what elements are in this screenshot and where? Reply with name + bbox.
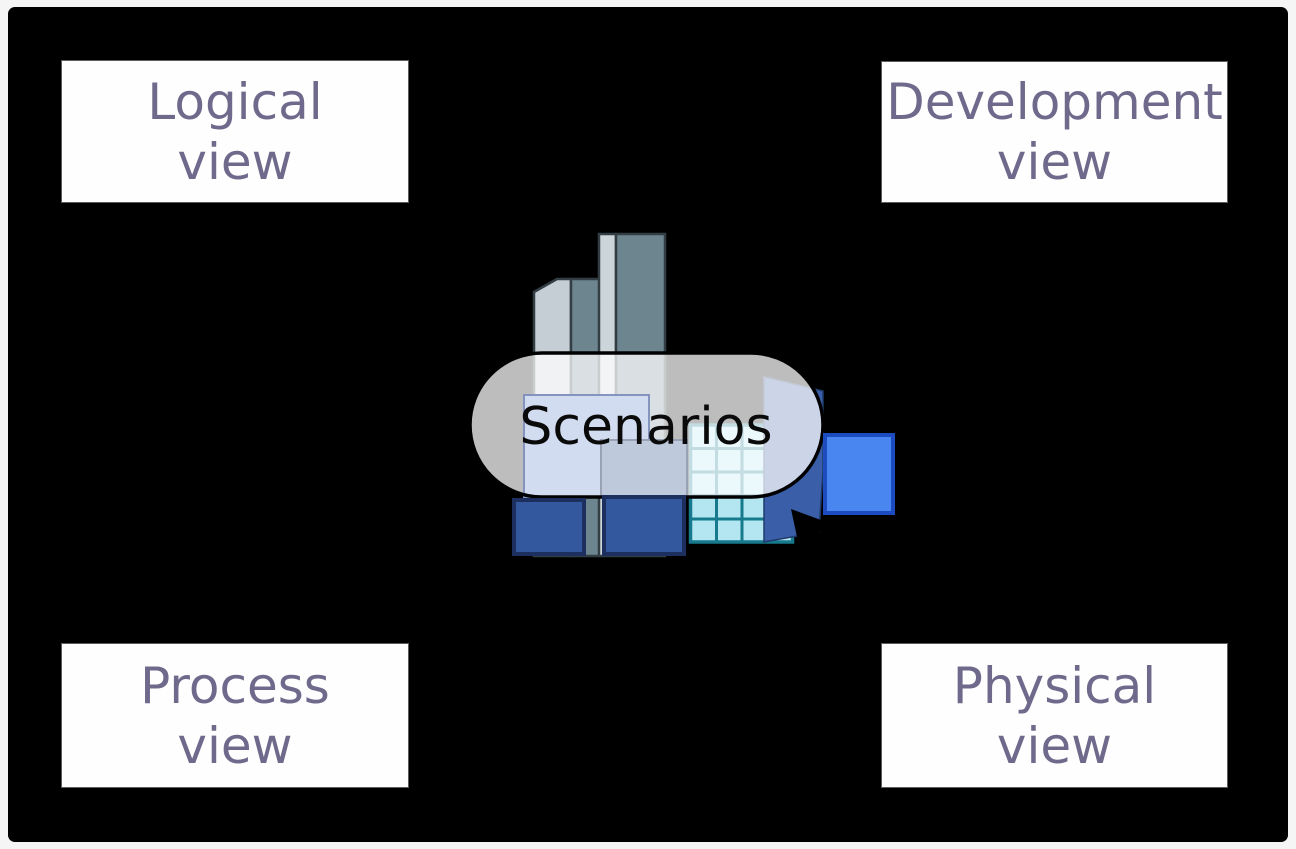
view-box-process: Process view xyxy=(61,643,409,788)
development-view-label-line2: view xyxy=(996,133,1113,191)
process-view-label-line2: view xyxy=(177,716,293,775)
dark-blue-square-left xyxy=(512,498,586,556)
scenarios-label: Scenarios xyxy=(519,397,772,457)
gray-blue-block xyxy=(600,439,688,498)
development-view-label-line1: Development xyxy=(886,73,1223,131)
view-box-logical: Logical view xyxy=(61,60,409,203)
diagram-canvas: Logical view Development view Process vi… xyxy=(8,7,1288,842)
physical-view-label-line2: view xyxy=(996,716,1113,775)
dark-blue-square-right xyxy=(602,495,686,556)
process-view-label-line1: Process xyxy=(140,656,330,715)
view-box-development: Development view xyxy=(881,61,1228,203)
view-box-physical: Physical view xyxy=(881,643,1228,788)
physical-view-label-line1: Physical xyxy=(952,656,1157,715)
city-scenarios-illustration: Scenarios xyxy=(468,232,895,558)
logical-view-label-line2: view xyxy=(177,132,293,191)
bright-blue-square xyxy=(823,433,895,515)
logical-view-label-line1: Logical xyxy=(147,72,323,131)
black-arrowhead-icon xyxy=(791,509,829,551)
